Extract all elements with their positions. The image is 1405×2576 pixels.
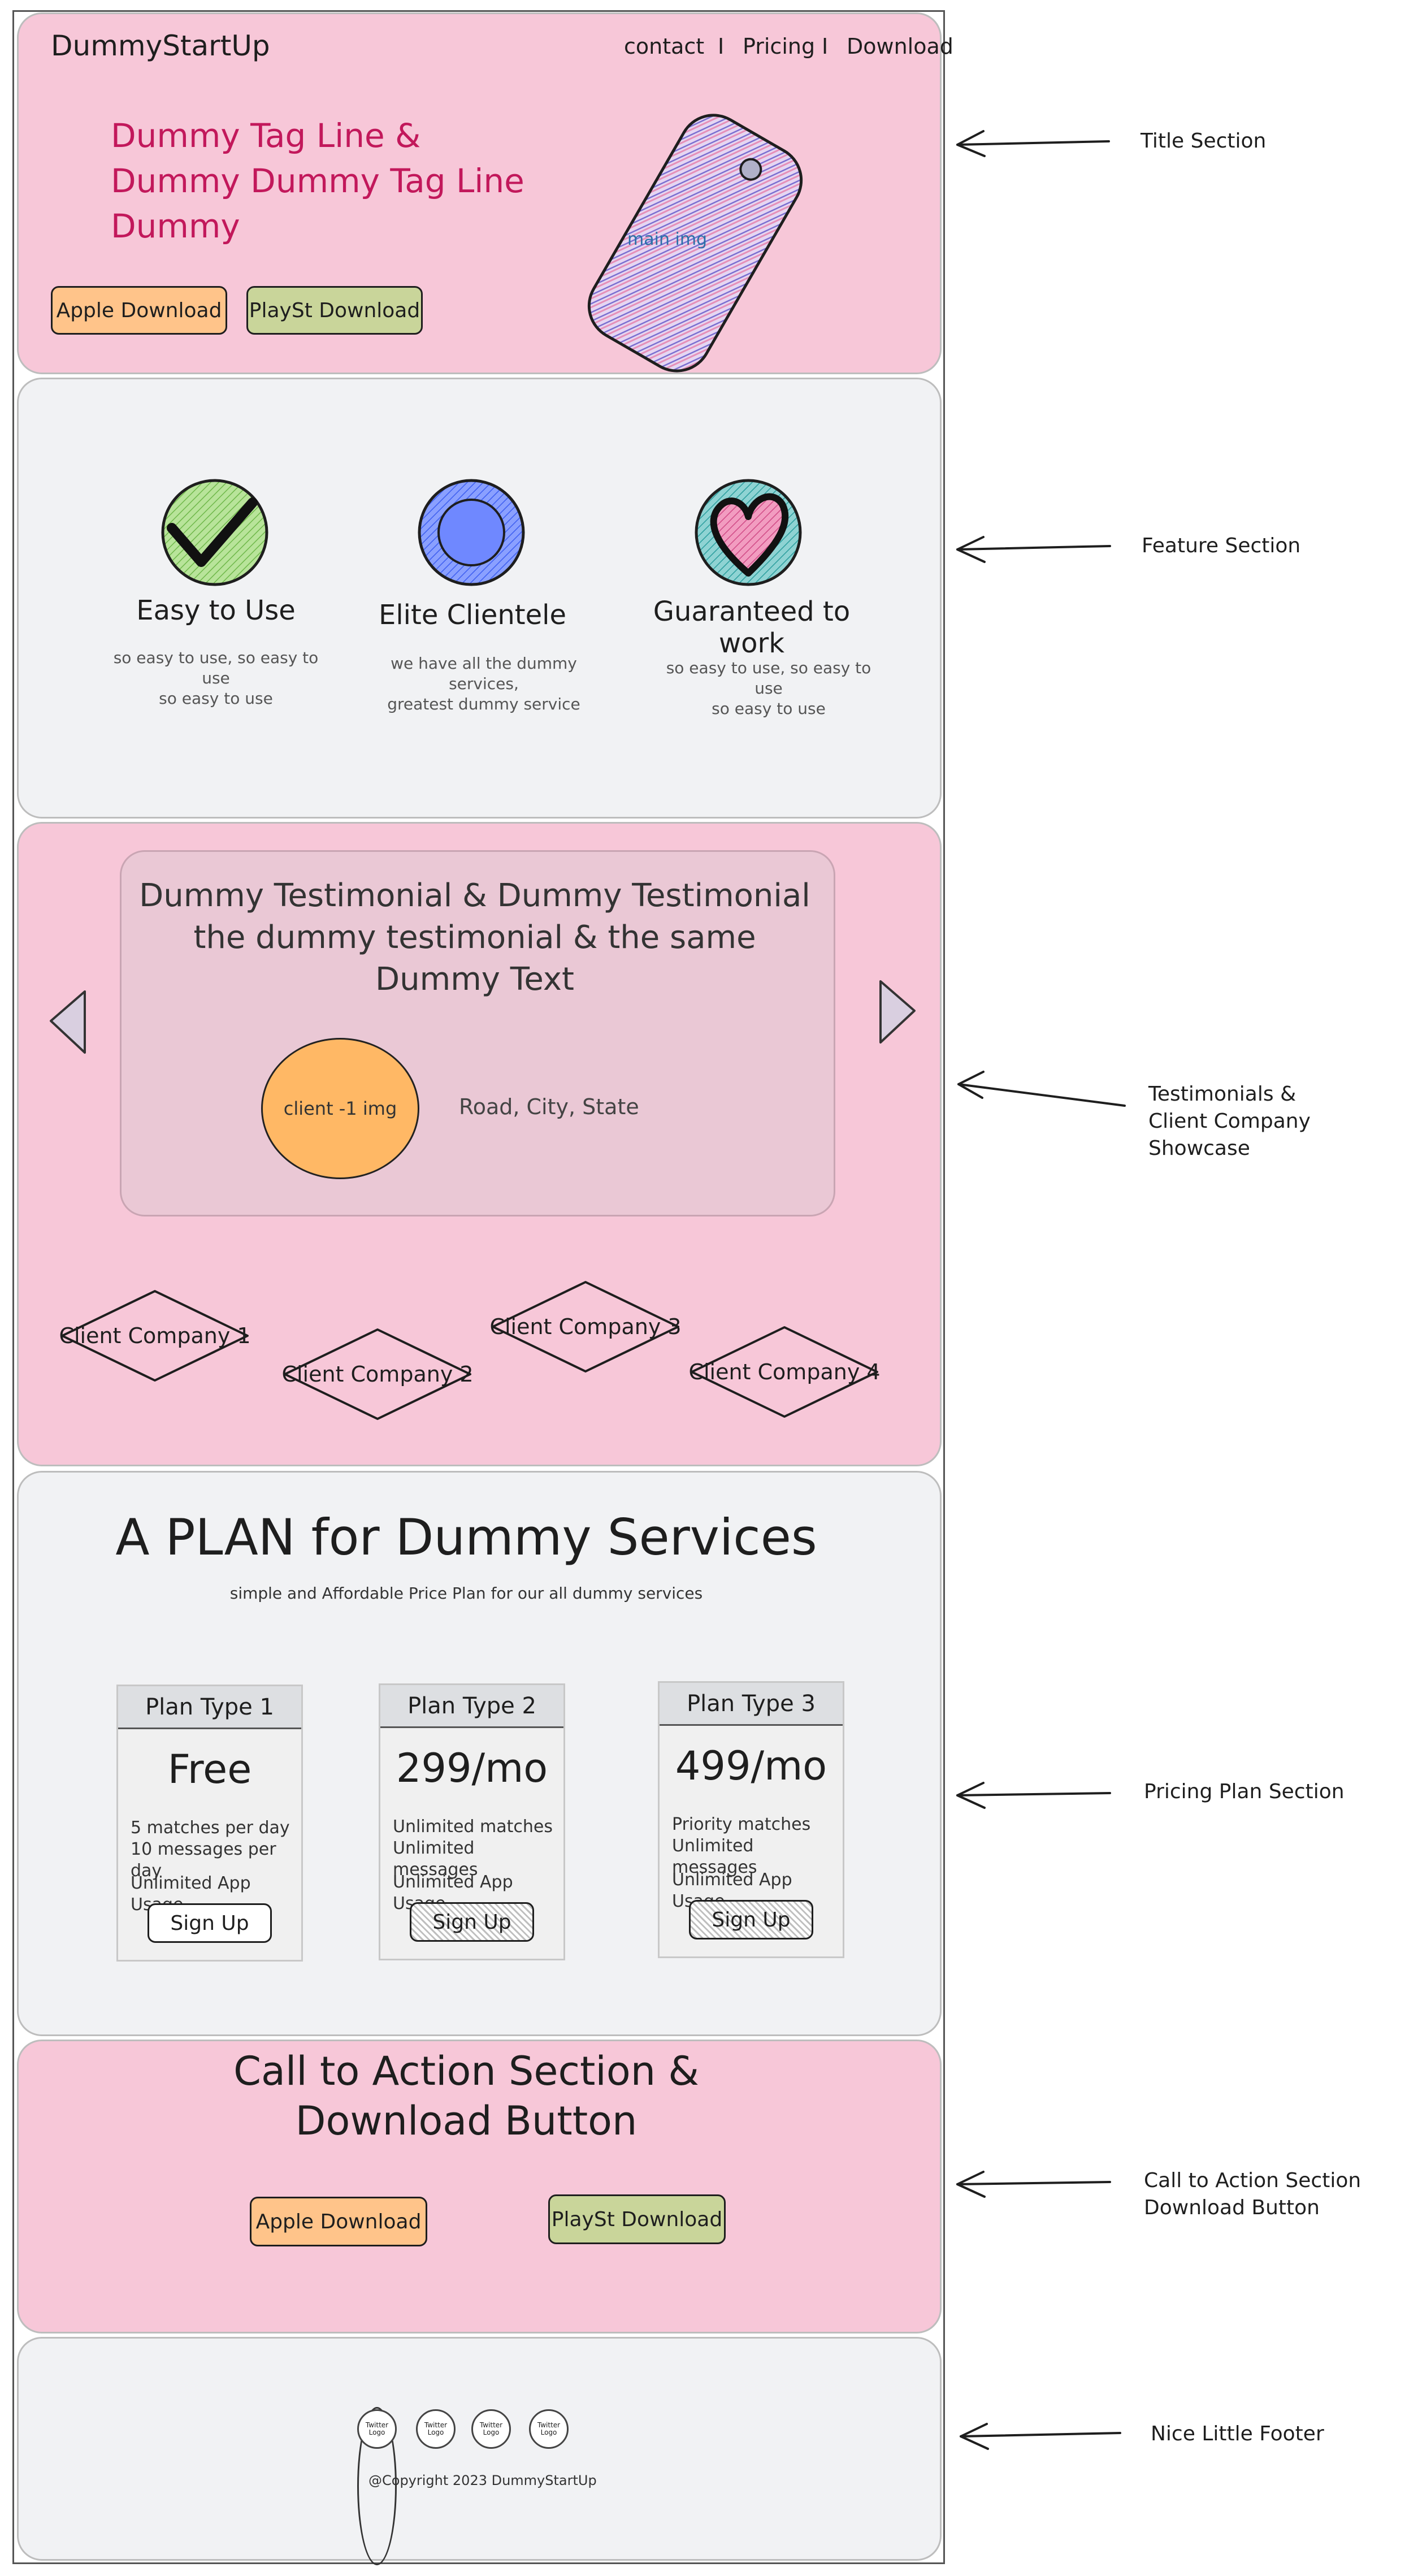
- plan-price: 299/mo: [396, 1745, 548, 1791]
- nav-separator: I: [822, 34, 829, 59]
- nav-download[interactable]: Download: [847, 34, 953, 59]
- nav-separator: I: [718, 34, 725, 59]
- playstore-download-button[interactable]: PlaySt Download: [548, 2194, 726, 2244]
- plan-feature: 5 matches per day: [131, 1818, 290, 1838]
- client-company-label: Client Company 1: [59, 1323, 251, 1348]
- pricing-title: A PLAN for Dummy Services: [115, 1508, 817, 1566]
- client-company-label: Client Company 4: [688, 1360, 881, 1384]
- sign-up-button[interactable]: Sign Up: [689, 1900, 813, 1939]
- apple-download-button[interactable]: Apple Download: [51, 286, 227, 335]
- footer-copyright: @Copyright 2023 DummyStartUp: [368, 2473, 597, 2488]
- twitter-icon[interactable]: Twitter Logo: [357, 2409, 397, 2449]
- carousel-next-button[interactable]: [875, 976, 920, 1049]
- client-company-logo[interactable]: Client Company 2: [281, 1326, 474, 1422]
- page-frame: [12, 10, 945, 2564]
- client-location: Road, City, State: [459, 1094, 639, 1119]
- main-phone-image: [587, 114, 803, 373]
- feature-title-elite: Elite Clientele: [379, 599, 566, 631]
- plan-card: Plan Type 1 Free 5 matches per day 10 me…: [116, 1685, 303, 1962]
- footer-oval-decoration: [357, 2407, 397, 2565]
- plan-feature: Unlimited matches: [393, 1817, 553, 1837]
- client-company-label: Client Company 3: [489, 1314, 682, 1339]
- feature-title-easy: Easy to Use: [136, 595, 296, 626]
- hero-tagline: Dummy Tag Line & Dummy Dummy Tag Line Du…: [111, 116, 524, 245]
- plan-usage: Unlimited App Usage: [131, 1873, 251, 1915]
- client-company-label: Client Company 2: [281, 1362, 474, 1387]
- nav-contact[interactable]: contact: [624, 34, 705, 59]
- apple-download-button[interactable]: Apple Download: [250, 2197, 427, 2246]
- plan-name: Plan Type 2: [380, 1685, 563, 1728]
- sign-up-button[interactable]: Sign Up: [410, 1902, 534, 1942]
- nav-pricing[interactable]: Pricing: [743, 34, 816, 59]
- playstore-download-button[interactable]: PlaySt Download: [246, 286, 423, 335]
- feature-desc-elite: we have all the dummy services, greatest…: [387, 654, 580, 713]
- annotation-label: Nice Little Footer: [1151, 2422, 1324, 2445]
- plan-name: Plan Type 3: [660, 1683, 843, 1726]
- carousel-prev-button[interactable]: [46, 986, 92, 1059]
- plan-price: 499/mo: [675, 1743, 827, 1789]
- testimonial-quote: Dummy Testimonial & Dummy Testimonial th…: [139, 877, 810, 998]
- plan-feature: Priority matches: [672, 1815, 811, 1834]
- circle-target-icon: [418, 479, 525, 586]
- client-avatar: client -1 img: [261, 1038, 419, 1179]
- brand-logo[interactable]: DummyStartUp: [51, 29, 270, 62]
- client-company-logo[interactable]: Client Company 1: [59, 1288, 251, 1384]
- testimonial-card: [120, 850, 835, 1216]
- checkmark-icon: [161, 479, 268, 586]
- cta-section: [17, 2040, 942, 2333]
- plan-feature: 10 messages per day: [131, 1839, 276, 1881]
- feature-desc-guaranteed: so easy to use, so easy to use so easy t…: [666, 659, 871, 718]
- twitter-icon[interactable]: Twitter Logo: [416, 2409, 456, 2449]
- annotation-label: Title Section: [1141, 129, 1267, 153]
- heart-icon: [695, 479, 802, 586]
- plan-feature: Unlimited messages: [393, 1838, 478, 1880]
- annotation-label: Feature Section: [1142, 534, 1301, 557]
- pricing-subtitle: simple and Affordable Price Plan for our…: [229, 1584, 703, 1603]
- client-company-logo[interactable]: Client Company 3: [489, 1279, 682, 1375]
- footer-section: [17, 2337, 942, 2561]
- sign-up-button[interactable]: Sign Up: [148, 1903, 272, 1943]
- cta-title: Call to Action Section & Download Button: [233, 2048, 699, 2144]
- twitter-icon[interactable]: Twitter Logo: [471, 2409, 511, 2449]
- feature-desc-easy: so easy to use, so easy to use so easy t…: [113, 648, 319, 708]
- main-image-label: main img: [627, 230, 708, 249]
- feature-section: [17, 378, 942, 819]
- annotation-arrows: [956, 130, 1126, 2450]
- plan-price: Free: [167, 1746, 252, 1793]
- twitter-icon[interactable]: Twitter Logo: [529, 2409, 569, 2449]
- annotation-label: Call to Action Section Download Button: [1144, 2169, 1361, 2219]
- plan-card: Plan Type 2 299/mo Unlimited matches Unl…: [379, 1683, 565, 1960]
- plan-name: Plan Type 1: [118, 1686, 301, 1729]
- annotation-label: Pricing Plan Section: [1144, 1780, 1345, 1803]
- annotation-label: Testimonials & Client Company Showcase: [1148, 1083, 1311, 1160]
- client-company-logo[interactable]: Client Company 4: [688, 1324, 881, 1420]
- plan-feature: Unlimited messages: [672, 1836, 757, 1877]
- plan-card: Plan Type 3 499/mo Priority matches Unli…: [658, 1681, 844, 1958]
- feature-title-guaranteed: Guaranteed to work: [653, 596, 851, 659]
